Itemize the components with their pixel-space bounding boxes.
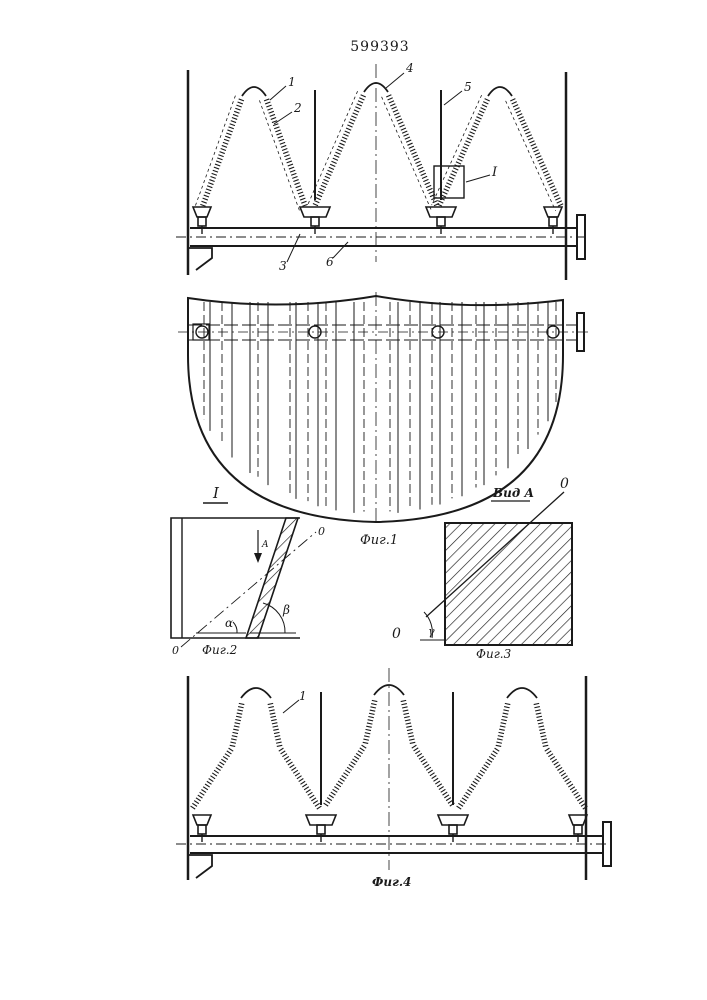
axis-label-top: 0: [318, 525, 325, 538]
cone-left-upper: [496, 703, 511, 746]
angle-beta-label: β: [282, 603, 290, 617]
figure-2-detail: I A 0 0 α β Фиг.2: [171, 484, 325, 657]
spray-cone-3: [432, 87, 564, 211]
figure-1-plan-view: Фиг.1: [178, 292, 592, 548]
figure-3-caption: Фиг.3: [476, 647, 512, 661]
angle-alpha-label: α: [225, 616, 233, 630]
figure-3-view-a: Вид А 0 0 γ Фиг.3: [392, 476, 572, 661]
cone-right-upper: [268, 703, 283, 746]
cone-cap: [241, 688, 271, 698]
cone-right-upper: [401, 700, 416, 743]
cone-left-wall: [308, 91, 366, 206]
cone-left-upper: [230, 703, 245, 746]
cone-right-wall: [506, 99, 564, 211]
callout-3: 3: [279, 259, 287, 273]
cone-cap: [488, 87, 512, 96]
guide-rods: [315, 90, 441, 200]
cone-right-wall: [382, 95, 439, 211]
cone-right-lower: [412, 745, 455, 806]
cone-left-upper: [363, 700, 378, 743]
nozzle: [569, 815, 587, 842]
view-label: Вид А: [492, 486, 534, 500]
detail-I-box: [434, 166, 464, 198]
guide-rods-4: [321, 692, 453, 805]
cone-cap: [507, 688, 537, 698]
cone-right-wall: [259, 99, 307, 210]
detail-label: I: [212, 484, 220, 502]
nozzles: [193, 207, 562, 234]
cone-right-lower: [279, 748, 322, 809]
figure-1-caption: Фиг.1: [360, 533, 398, 548]
axis-label-left-view: 0: [392, 626, 401, 642]
cone-cap: [242, 87, 266, 96]
vessel-wall-left: [188, 70, 212, 275]
arrow-A-label: A: [261, 540, 269, 550]
nozzle: [438, 815, 468, 842]
figure-4-caption: Фиг.4: [372, 875, 411, 889]
nozzle: [193, 207, 211, 234]
figure-1-elevation: 1 2 4 5 I 3 6: [176, 61, 590, 280]
cone-left-lower: [457, 748, 500, 809]
callout-4: 4: [405, 61, 414, 75]
distributor-pipe-4: [176, 836, 615, 853]
nozzle: [306, 815, 336, 842]
angle-gamma-label: γ: [428, 625, 435, 638]
hatched-section: [445, 523, 572, 645]
cone-left-lower: [191, 748, 234, 809]
nozzle: [544, 207, 562, 234]
callout-6: 6: [326, 255, 334, 269]
callout-2: 2: [293, 101, 302, 115]
spray-cone-1: [191, 688, 322, 809]
spray-cones: [195, 83, 563, 211]
plan-slot-lines: [204, 302, 556, 513]
axis-label-top-view: 0: [560, 476, 569, 492]
figure-4-elevation: 1 Фиг.4: [176, 668, 615, 889]
spray-cone-1: [195, 87, 307, 210]
plan-pipe: [178, 325, 592, 340]
inclined-plate: [246, 518, 298, 638]
alpha-arc: [233, 622, 237, 633]
vessel-wall-left-4: [188, 676, 212, 880]
callout-1: 1: [288, 75, 296, 89]
patent-number: 599393: [350, 39, 409, 55]
cone-right-lower: [545, 748, 588, 809]
callout-I: I: [491, 165, 498, 180]
figure-2-caption: Фиг.2: [202, 643, 237, 657]
nozzle: [426, 207, 456, 234]
leader-line-4: [283, 700, 299, 713]
callout-5: 5: [464, 80, 472, 94]
distributor-pipe: [176, 228, 590, 246]
cone-left-lower: [324, 745, 367, 806]
nozzle: [300, 207, 330, 234]
arrow-A-head: [254, 553, 262, 563]
axis-label-bottom: 0: [172, 644, 179, 657]
callout-1-fig4: 1: [299, 689, 307, 703]
leader-lines: [270, 73, 490, 262]
cone-right-upper: [534, 703, 549, 746]
spray-cone-2: [308, 83, 439, 211]
nozzle: [193, 815, 211, 842]
spray-cone-3: [457, 688, 588, 809]
nozzles-4: [193, 815, 587, 842]
cone-left-wall: [195, 96, 244, 207]
